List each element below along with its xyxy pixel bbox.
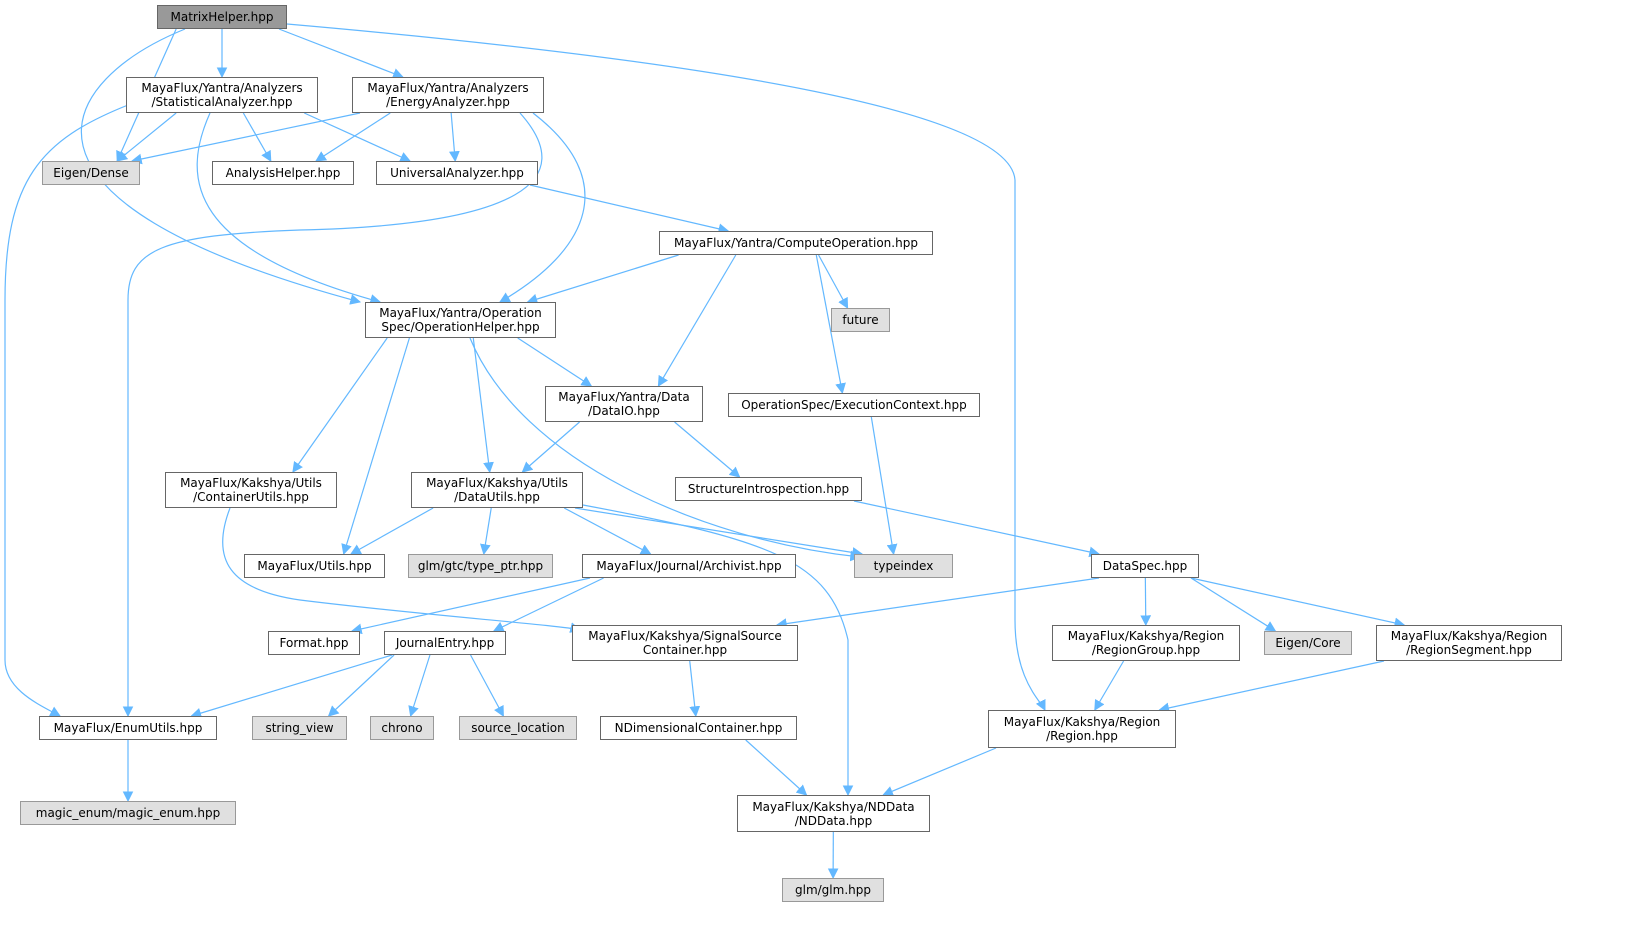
edge-n18-n21: [775, 577, 1100, 629]
node-universal-analyzer[interactable]: UniversalAnalyzer.hpp: [376, 161, 538, 185]
edge-n9-n12: [521, 421, 580, 473]
node-typeindex[interactable]: typeindex: [854, 554, 953, 578]
edge-n6-n8: [818, 254, 849, 309]
edge-n20-n26: [327, 654, 395, 717]
node-journal-entry[interactable]: JournalEntry.hpp: [384, 631, 506, 655]
edge-n16-n20: [492, 577, 604, 632]
node-operation-helper[interactable]: MayaFlux/Yantra/Operation Spec/Operation…: [365, 302, 556, 338]
node-nddata[interactable]: MayaFlux/Kakshya/NDData /NDData.hpp: [737, 795, 930, 832]
node-structure-introspection[interactable]: StructureIntrospection.hpp: [675, 477, 862, 501]
node-utils[interactable]: MayaFlux/Utils.hpp: [244, 554, 385, 578]
edge-n12-n15: [480, 507, 492, 556]
edge-n1-n3: [116, 112, 177, 162]
edge-n16-n19: [350, 577, 591, 635]
edge-n2-n7: [499, 112, 586, 303]
node-matrix-helper[interactable]: MatrixHelper.hpp: [157, 5, 287, 29]
node-statistical-analyzer[interactable]: MayaFlux/Yantra/Analyzers /StatisticalAn…: [126, 77, 318, 113]
edge-n0-n2: [278, 28, 404, 79]
edge-n2-n4: [315, 112, 391, 162]
edge-n6-n7: [526, 254, 679, 305]
edge-n6-n9: [657, 254, 737, 387]
node-execution-context[interactable]: OperationSpec/ExecutionContext.hpp: [728, 393, 980, 417]
edge-n13-n18: [853, 500, 1101, 558]
node-ndimensional-container[interactable]: NDimensionalContainer.hpp: [600, 716, 797, 740]
edge-n12-n14: [350, 507, 434, 555]
edge-n7-n14: [341, 337, 410, 556]
node-region[interactable]: MayaFlux/Kakshya/Region /Region.hpp: [988, 710, 1176, 748]
node-region-group[interactable]: MayaFlux/Kakshya/Region /RegionGroup.hpp: [1052, 625, 1240, 661]
edge-n7-n9: [517, 337, 593, 387]
edge-n30-n32: [882, 747, 997, 797]
edge-n7-n12: [472, 337, 494, 474]
edge-n21-n29: [689, 660, 701, 718]
edge-n20-n28: [470, 654, 504, 717]
edge-n6-n10: [815, 254, 846, 395]
edge-n1-n4: [242, 112, 272, 162]
node-container-utils[interactable]: MayaFlux/Kakshya/Utils /ContainerUtils.h…: [165, 472, 337, 508]
edge-n1-n25: [4, 104, 129, 717]
edge-n2-n3: [130, 112, 361, 165]
edge-n0-n7: [80, 28, 362, 305]
node-archivist[interactable]: MayaFlux/Journal/Archivist.hpp: [582, 554, 796, 578]
edge-n5-n6: [529, 184, 730, 235]
edge-n7-n17: [469, 337, 862, 562]
node-region-segment[interactable]: MayaFlux/Kakshya/Region /RegionSegment.h…: [1376, 625, 1562, 661]
edge-n2-n5: [449, 112, 460, 163]
node-data-spec[interactable]: DataSpec.hpp: [1091, 554, 1199, 578]
edge-n18-n23: [1190, 577, 1277, 632]
edge-n7-n11: [292, 337, 388, 473]
edge-n10-n17: [870, 416, 898, 556]
edge-n29-n32: [745, 739, 808, 796]
node-energy-analyzer[interactable]: MayaFlux/Yantra/Analyzers /EnergyAnalyze…: [352, 77, 544, 113]
edge-n12-n16: [563, 507, 652, 555]
node-data-utils[interactable]: MayaFlux/Kakshya/Utils /DataUtils.hpp: [411, 472, 583, 508]
edge-n12-n17: [574, 507, 864, 558]
edge-n24-n30: [1158, 660, 1385, 714]
edge-n1-n7: [196, 112, 382, 305]
node-format[interactable]: Format.hpp: [268, 631, 360, 655]
edge-n22-n30: [1094, 660, 1125, 711]
node-glm[interactable]: glm/glm.hpp: [782, 878, 884, 902]
edge-n11-n21: [222, 507, 582, 633]
edge-n0-n30: [286, 23, 1046, 711]
edge-n18-n24: [1190, 577, 1406, 629]
node-magic-enum[interactable]: magic_enum/magic_enum.hpp: [20, 801, 236, 825]
node-future[interactable]: future: [831, 308, 890, 332]
node-signal-source-container[interactable]: MayaFlux/Kakshya/SignalSource Container.…: [572, 625, 798, 661]
node-compute-operation[interactable]: MayaFlux/Yantra/ComputeOperation.hpp: [659, 231, 933, 255]
node-glm-type-ptr[interactable]: glm/gtc/type_ptr.hpp: [408, 554, 553, 578]
node-eigen-dense[interactable]: Eigen/Dense: [42, 161, 140, 185]
node-data-io[interactable]: MayaFlux/Yantra/Data /DataIO.hpp: [545, 386, 703, 422]
edge-n20-n25: [190, 654, 393, 719]
edge-n1-n5: [304, 112, 411, 162]
edge-n9-n13: [674, 421, 741, 478]
node-chrono[interactable]: chrono: [370, 716, 434, 740]
node-source-location[interactable]: source_location: [459, 716, 577, 740]
node-eigen-core[interactable]: Eigen/Core: [1264, 631, 1352, 655]
edge-n2-n25: [122, 112, 543, 718]
edge-n20-n27: [408, 654, 431, 718]
node-string-view[interactable]: string_view: [252, 716, 347, 740]
node-analysis-helper[interactable]: AnalysisHelper.hpp: [212, 161, 354, 185]
node-enum-utils[interactable]: MayaFlux/EnumUtils.hpp: [39, 716, 217, 740]
